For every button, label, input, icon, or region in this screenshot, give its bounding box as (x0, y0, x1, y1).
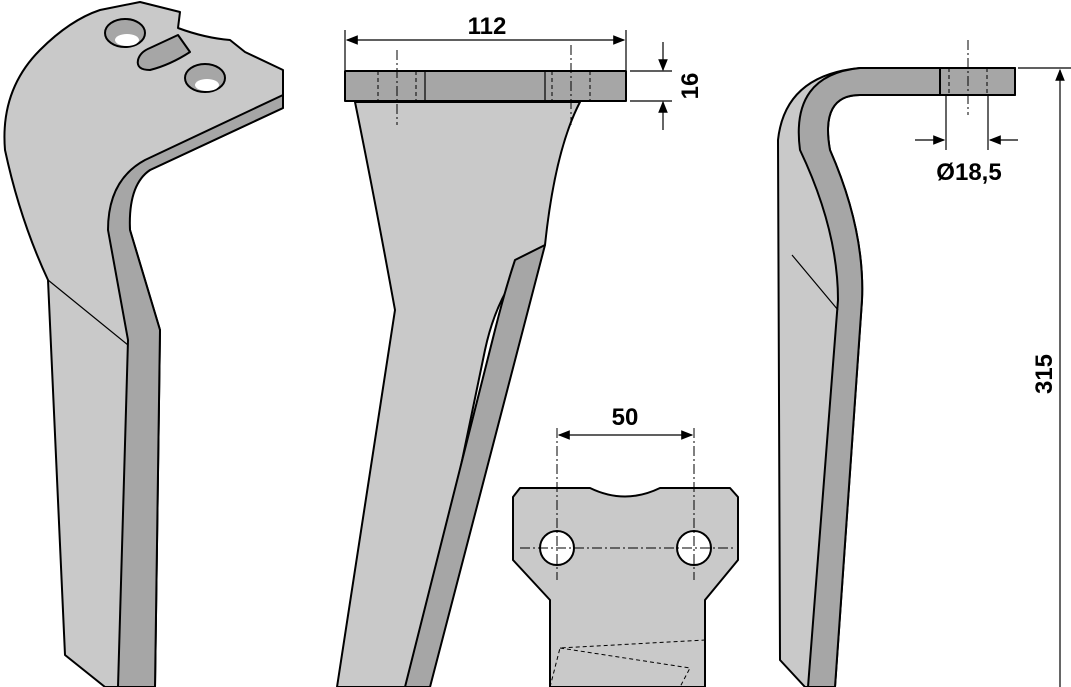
perspective-view (3, 1, 284, 687)
side-view: Ø18,5 315 (777, 40, 1071, 687)
front-view: 112 16 (336, 13, 704, 687)
dimension-height-label: 315 (1031, 354, 1058, 394)
dimension-hole-spacing-label: 50 (612, 404, 639, 431)
dimension-thickness-label: 16 (677, 73, 704, 100)
dimension-hole-diameter-label: Ø18,5 (936, 159, 1001, 186)
dimension-width-label: 112 (468, 13, 507, 40)
hole-plate-detail: 50 (512, 404, 739, 687)
